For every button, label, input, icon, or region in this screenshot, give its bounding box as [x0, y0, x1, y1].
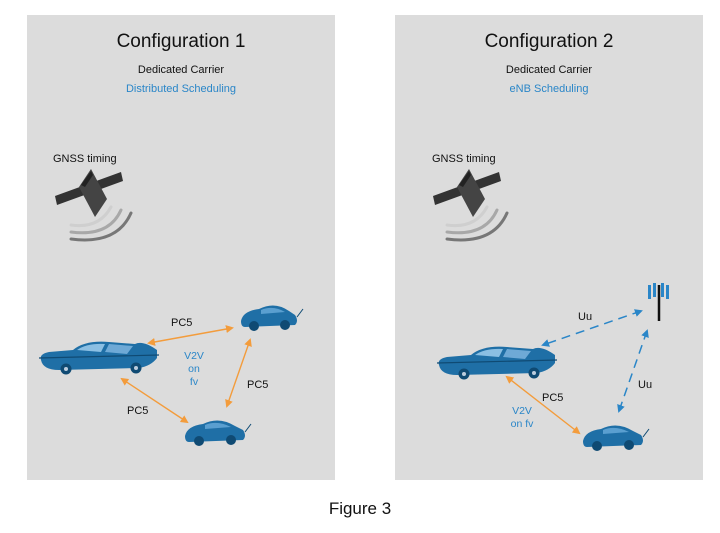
uu-link — [541, 309, 643, 347]
configuration-2-diagram: GNSS timing — [432, 153, 669, 451]
configuration-2-panel: Configuration 2 Dedicated Carrier eNB Sc… — [395, 15, 703, 480]
configuration-1-carrier: Dedicated Carrier — [137, 64, 225, 76]
v2v-label: V2V — [512, 405, 532, 417]
uu-link — [617, 329, 649, 413]
pc5-link — [505, 375, 581, 435]
satellite-icon — [55, 169, 123, 217]
v2v-label: on — [188, 363, 200, 375]
base-station-icon — [648, 283, 669, 321]
gnss-timing-label: GNSS timing — [432, 153, 496, 165]
uu-label: Uu — [578, 311, 592, 323]
classic-car-icon — [38, 341, 160, 375]
signal-waves-icon — [445, 205, 509, 242]
signal-waves-icon — [69, 205, 133, 242]
v2v-label: fv — [190, 376, 199, 388]
v2v-label: V2V — [184, 350, 204, 362]
pc5-label: PC5 — [247, 379, 268, 391]
compact-car-icon — [241, 305, 304, 331]
uu-label: Uu — [638, 379, 652, 391]
configuration-2-title: Configuration 2 — [484, 31, 614, 52]
configuration-1-diagram: GNSS timing — [38, 153, 304, 446]
configuration-1-title: Configuration 1 — [116, 31, 246, 52]
compact-car-icon — [583, 425, 650, 451]
pc5-link — [120, 377, 189, 424]
configuration-2-scheduling: eNB Scheduling — [509, 83, 589, 95]
pc5-label: PC5 — [171, 317, 192, 329]
pc5-link — [225, 338, 252, 408]
pc5-link — [147, 325, 234, 346]
pc5-label: PC5 — [127, 405, 148, 417]
figure-caption: Figure 3 — [328, 499, 392, 518]
configuration-1-panel: Configuration 1 Dedicated Carrier Distri… — [27, 15, 335, 480]
compact-car-icon — [185, 420, 252, 446]
v2v-label: on fv — [511, 418, 535, 430]
configuration-2-carrier: Dedicated Carrier — [505, 64, 593, 76]
classic-car-icon — [436, 346, 558, 380]
satellite-icon — [433, 169, 501, 217]
pc5-label: PC5 — [542, 392, 563, 404]
configuration-1-scheduling: Distributed Scheduling — [125, 83, 237, 95]
gnss-timing-label: GNSS timing — [53, 153, 117, 165]
